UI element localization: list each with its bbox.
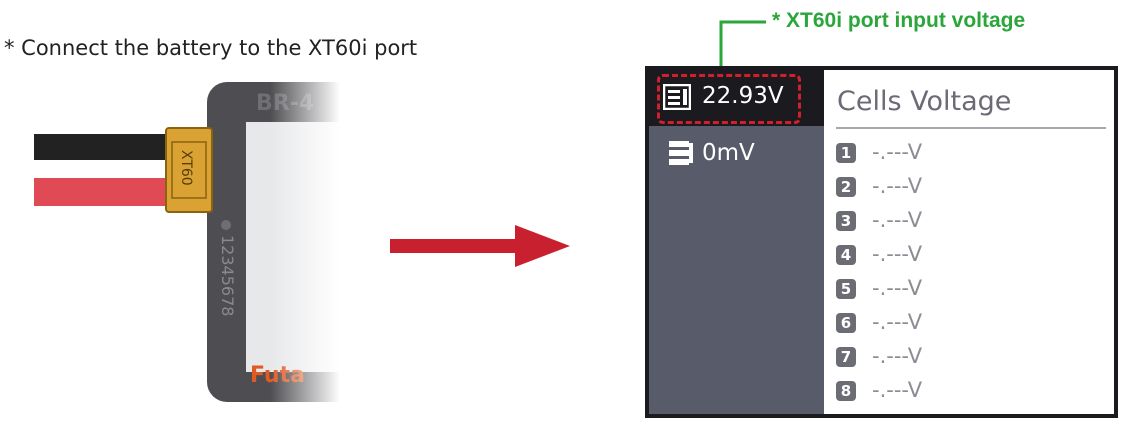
cell-index-badge: 2 <box>836 177 856 197</box>
cell-index-badge: 6 <box>836 313 856 333</box>
battery-port-icon <box>663 84 691 110</box>
balance-port-icon <box>669 141 693 165</box>
cell-row: 3 -.---V <box>836 208 1106 238</box>
charger-screen: 22.93V 0mV Cells Voltage 1 -.---V 2 -.--… <box>645 66 1118 418</box>
cell-row: 2 -.---V <box>836 174 1106 204</box>
cell-voltage: -.---V <box>872 378 923 402</box>
cell-voltage: -.---V <box>872 140 923 164</box>
cell-row: 7 -.---V <box>836 344 1106 374</box>
port-xt60i-tab[interactable]: 22.93V <box>649 70 824 126</box>
xt60-connector <box>165 127 213 213</box>
instruction-note: * Connect the battery to the XT60i port <box>4 36 418 60</box>
cell-index-badge: 4 <box>836 245 856 265</box>
right-arrow-icon <box>390 225 570 267</box>
port-sidebar: 22.93V 0mV <box>649 70 824 414</box>
cell-voltage: -.---V <box>872 242 923 266</box>
cell-index-badge: 7 <box>836 347 856 367</box>
port-balance-tab[interactable]: 0mV <box>649 126 824 178</box>
red-wire <box>34 178 174 206</box>
highlight-box <box>657 74 801 124</box>
cell-row: 4 -.---V <box>836 242 1106 272</box>
cell-voltage: -.---V <box>872 310 923 334</box>
panel-title: Cells Voltage <box>837 86 1012 117</box>
cell-index-badge: 3 <box>836 211 856 231</box>
cell-voltage: -.---V <box>872 276 923 300</box>
cell-row: 5 -.---V <box>836 276 1106 306</box>
balance-voltage: 0mV <box>702 140 755 166</box>
cell-row: 8 -.---V <box>836 378 1106 408</box>
callout-label: * XT60i port input voltage <box>772 9 1026 32</box>
device-serial-text: 12345678 <box>218 235 237 316</box>
xt60i-voltage: 22.93V <box>702 83 784 109</box>
receiver-device-illustration: BR-4 12345678 Futa XT60 <box>34 70 340 410</box>
cell-voltage: -.---V <box>872 344 923 368</box>
cell-row: 6 -.---V <box>836 310 1106 340</box>
cell-index-badge: 8 <box>836 381 856 401</box>
connector-label: XT60 <box>178 150 194 186</box>
cell-voltage: -.---V <box>872 208 923 232</box>
cell-index-badge: 5 <box>836 279 856 299</box>
cell-row: 1 -.---V <box>836 140 1106 170</box>
cell-index-badge: 1 <box>836 143 856 163</box>
cell-voltage: -.---V <box>872 174 923 198</box>
cells-voltage-panel: Cells Voltage 1 -.---V 2 -.---V 3 -.---V… <box>824 70 1114 414</box>
panel-divider <box>836 127 1106 129</box>
black-wire <box>34 134 174 160</box>
